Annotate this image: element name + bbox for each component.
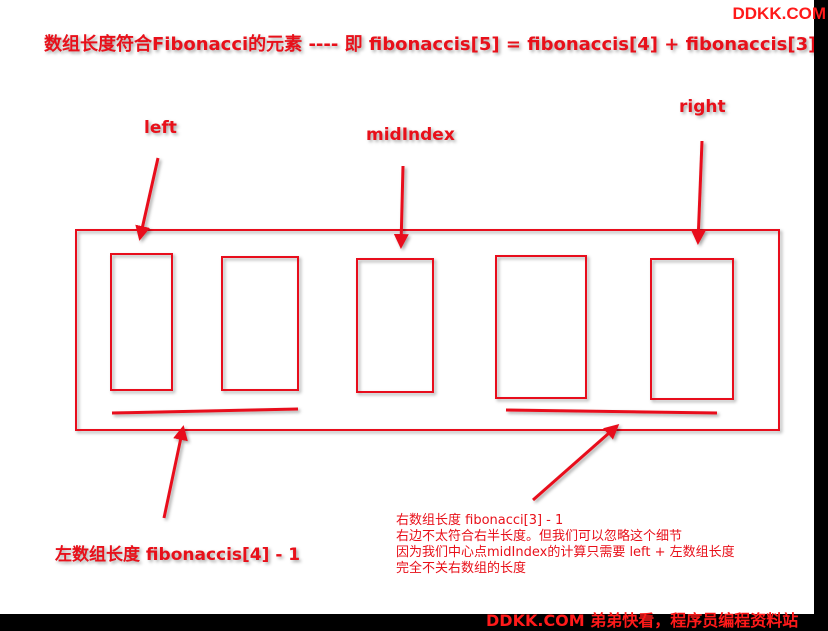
right-note-line: 右数组长度 fibonacci[3] - 1 — [396, 513, 564, 528]
left-length-arrow — [162, 425, 188, 519]
left-span-underline — [111, 407, 299, 415]
array-cell-mid — [356, 258, 434, 393]
mid-index-label: midIndex — [366, 125, 455, 145]
right-span-underline — [505, 408, 718, 415]
right-label: right — [679, 97, 726, 117]
watermark-bottom: DDKK.COM 弟弟快看，程序员编程资料站 — [486, 611, 799, 630]
array-outline — [75, 229, 780, 431]
right-note-line: 因为我们中心点midIndex的计算只需要 left + 左数组长度 — [396, 545, 735, 560]
left-arrow — [135, 157, 160, 241]
mid-arrow — [393, 165, 409, 249]
left-length-note: 左数组长度 fibonaccis[4] - 1 — [55, 545, 301, 565]
right-length-note: 右数组长度 fibonacci[3] - 1 右边不太符合右半长度。但我们可以忽… — [396, 513, 735, 577]
watermark-top: DDKK.COM — [732, 4, 827, 23]
right-length-arrow — [532, 424, 620, 502]
right-note-line: 完全不关右数组的长度 — [396, 561, 527, 576]
right-note-line: 右边不太符合右半长度。但我们可以忽略这个细节 — [396, 529, 683, 544]
right-arrow — [690, 140, 706, 245]
diagram-title: 数组长度符合Fibonacci的元素 ---- 即 fibonaccis[5] … — [44, 34, 814, 55]
diagram-canvas: 数组长度符合Fibonacci的元素 ---- 即 fibonaccis[5] … — [0, 0, 814, 614]
diagram-svg — [75, 140, 780, 519]
left-label: left — [144, 118, 177, 138]
array-cell — [110, 253, 173, 391]
array-cell — [495, 255, 587, 399]
array-cell — [221, 256, 299, 391]
array-cell — [650, 258, 734, 400]
